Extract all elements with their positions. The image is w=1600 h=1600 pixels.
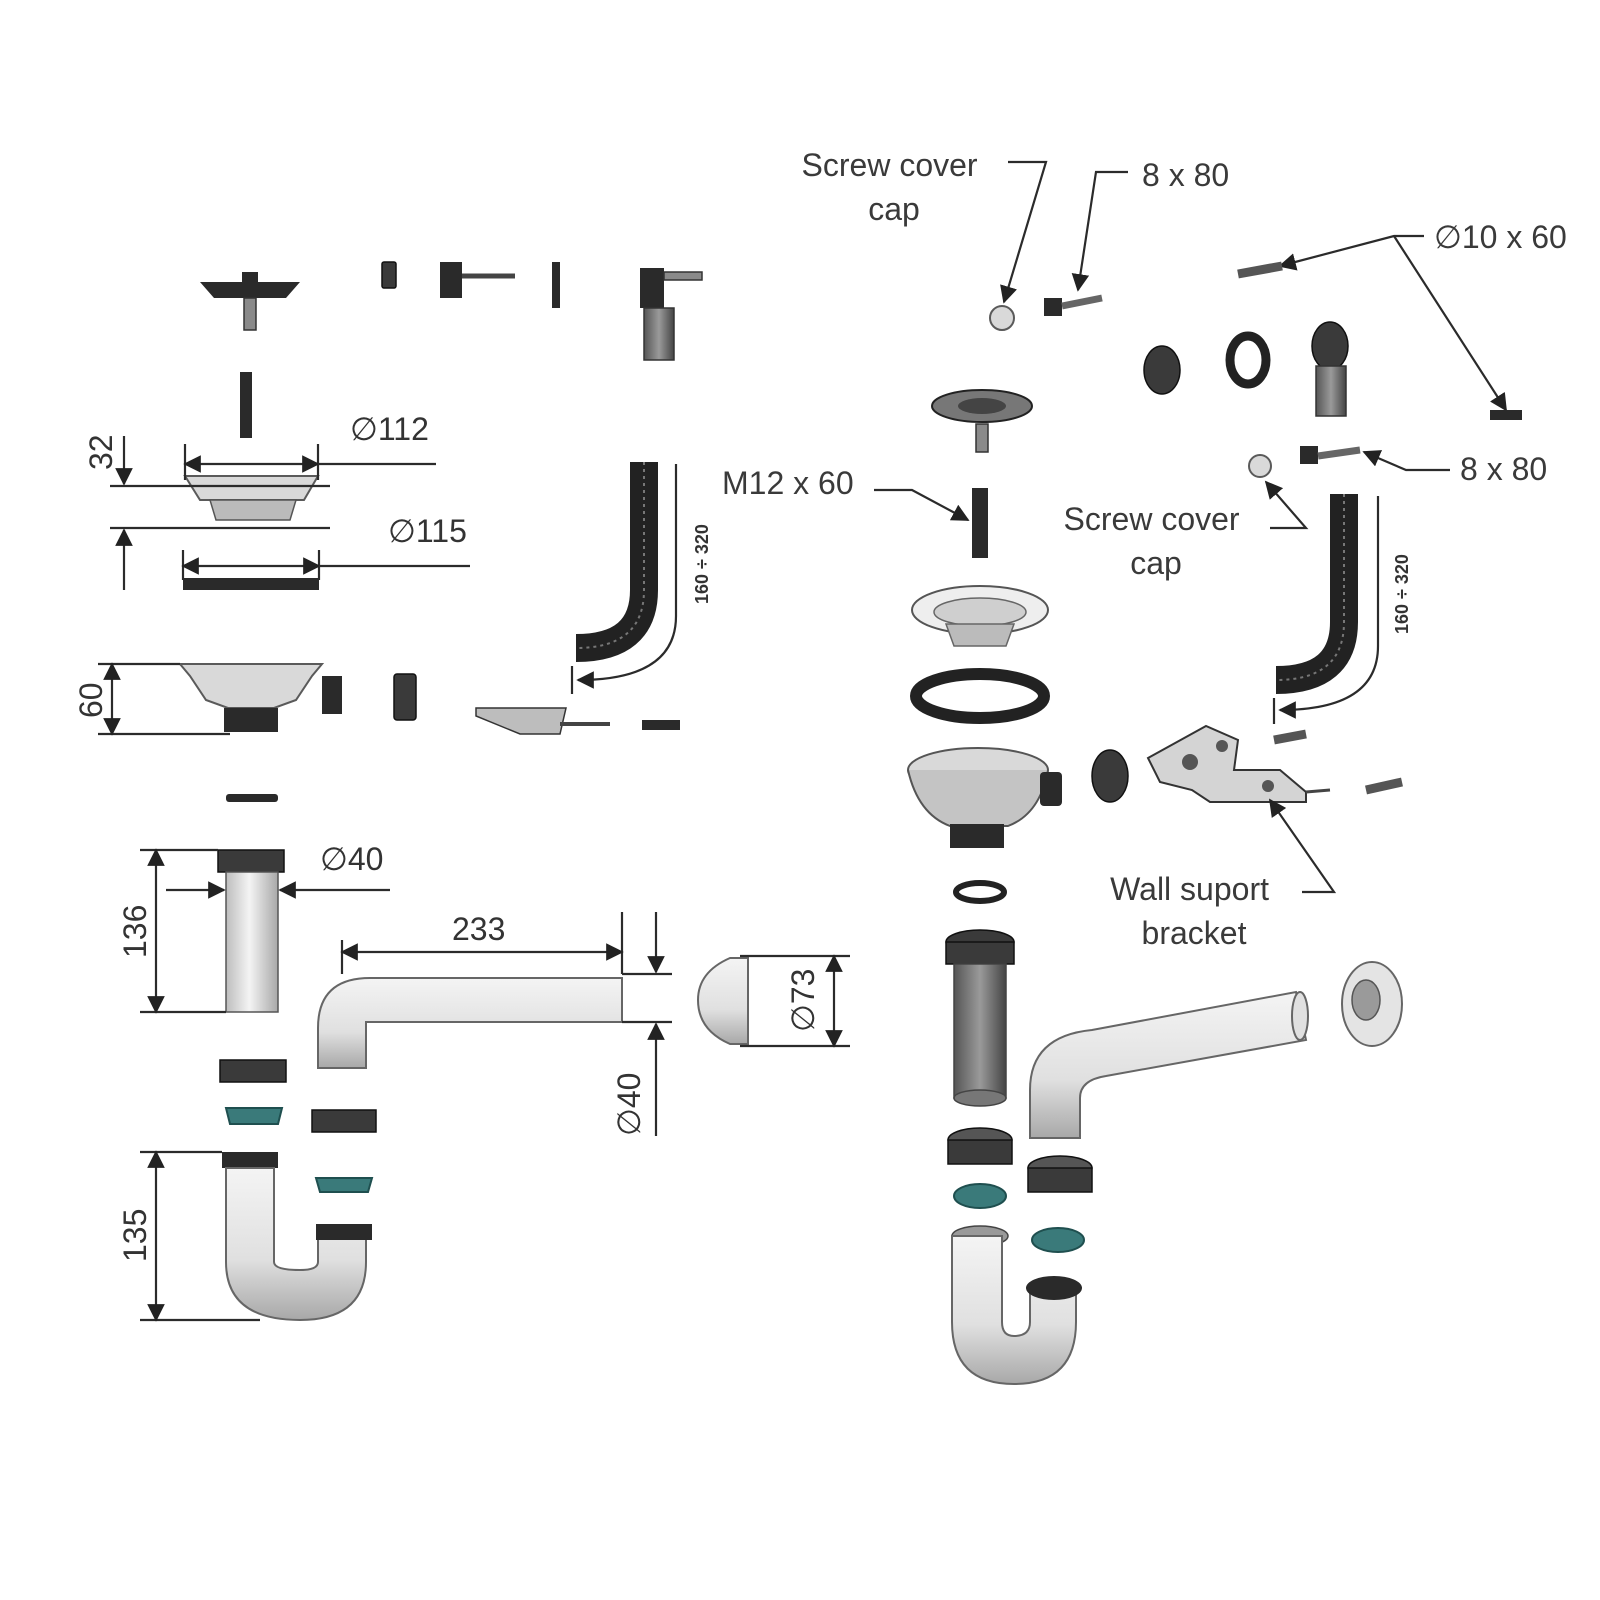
overflow-nut-part-right xyxy=(1143,345,1181,395)
label-screw-cover-cap-mid-l2: cap xyxy=(1130,545,1182,581)
anchor-part-top xyxy=(1237,261,1283,279)
label-wall-support-bracket: Wall suport bracket xyxy=(1110,871,1278,951)
teal-gasket-left-a xyxy=(224,1107,284,1125)
anchor-part-mid-b xyxy=(1365,777,1403,795)
dim-h135: 135 xyxy=(117,1209,153,1262)
left-assembly: ∅112 32 ∅115 60 xyxy=(73,261,850,1322)
screw-8x80-part-top xyxy=(1044,294,1103,316)
teal-gasket-left-b xyxy=(314,1177,374,1193)
teal-gasket-right-b xyxy=(1031,1227,1085,1253)
small-gasket-right xyxy=(953,880,1007,904)
label-screw-cover-cap-mid-l1: Screw cover xyxy=(1064,501,1240,537)
tail-pipe-left xyxy=(217,849,285,1013)
overflow-elbow-part xyxy=(640,268,703,361)
dim-h136: 136 xyxy=(117,905,153,958)
dim-hose-right: 160 ÷ 320 xyxy=(1392,554,1412,634)
strainer-basket-part xyxy=(200,272,300,331)
dim-h60: 60 xyxy=(73,682,109,718)
wall-bracket-part xyxy=(1146,724,1331,803)
label-wall-support-bracket-l2: bracket xyxy=(1142,915,1247,951)
p-trap-right xyxy=(951,1225,1082,1386)
elbow-pipe-left xyxy=(317,977,623,1069)
drain-body-part-right xyxy=(907,747,1062,848)
small-gasket-left xyxy=(226,794,278,802)
screw-8x80-part-mid xyxy=(1300,446,1361,464)
sink-gasket-part xyxy=(183,578,319,590)
p-trap-left xyxy=(222,1152,372,1322)
screw-cover-cap-part-mid xyxy=(1248,454,1272,478)
dim-d115: ∅115 xyxy=(388,513,467,549)
label-screw-cover-cap-top-l2: cap xyxy=(868,191,920,227)
sink-flange-part xyxy=(183,475,320,521)
right-assembly: Screw cover cap 8 x 80 ∅10 x 60 M1 xyxy=(722,147,1567,1386)
screw-part-left xyxy=(642,720,680,730)
overflow-nut-part xyxy=(393,673,417,721)
wall-rosette-left xyxy=(696,957,749,1045)
dim-d112: ∅112 xyxy=(350,411,429,447)
strainer-basket-part-right xyxy=(931,389,1033,453)
label-8x80-top: 8 x 80 xyxy=(1142,157,1229,193)
small-nut-part xyxy=(381,261,397,289)
dim-l233: 233 xyxy=(452,911,505,947)
screw-cover-cap-part-top xyxy=(989,305,1015,331)
drain-body-part xyxy=(177,663,342,732)
nut-left-b xyxy=(311,1109,377,1133)
sink-gasket-ring-right xyxy=(910,668,1050,724)
elbow-pipe-right xyxy=(1029,990,1309,1139)
label-8x80-mid: 8 x 80 xyxy=(1460,451,1547,487)
m12-bolt-part xyxy=(972,488,988,558)
label-m12x60: M12 x 60 xyxy=(722,465,854,501)
central-bolt-part xyxy=(240,372,252,438)
overflow-gasket-part xyxy=(552,262,560,308)
label-screw-cover-cap-mid: Screw cover cap xyxy=(1064,501,1249,581)
sink-flange-part-right xyxy=(911,585,1049,647)
label-wall-support-bracket-l1: Wall suport xyxy=(1110,871,1269,907)
dim-d40-top: ∅40 xyxy=(320,841,383,877)
overflow-ring-part-right xyxy=(1225,331,1271,389)
nut-right-a xyxy=(947,1127,1013,1165)
nut-right-b xyxy=(1027,1155,1093,1193)
anchor-part-mid-a xyxy=(1273,729,1307,745)
overflow-nut-part-right-2 xyxy=(1091,749,1129,803)
dim-h32: 32 xyxy=(83,434,119,470)
overflow-elbow-part-right xyxy=(1311,321,1349,417)
overflow-screw-part xyxy=(440,262,515,298)
label-anchor-10x60: ∅10 x 60 xyxy=(1434,219,1567,255)
tail-pipe-right xyxy=(945,929,1015,1107)
flex-hose-left xyxy=(570,462,678,694)
dim-hose-left: 160 ÷ 320 xyxy=(692,524,712,604)
label-screw-cover-cap-top: Screw cover cap xyxy=(802,147,987,227)
flex-hose-right xyxy=(1272,494,1380,724)
wall-rosette-right xyxy=(1341,961,1403,1047)
anchor-part-right xyxy=(1490,410,1522,420)
dim-d40-side: ∅40 xyxy=(611,1073,647,1136)
dim-d73: ∅73 xyxy=(785,969,821,1032)
bracket-part-left xyxy=(475,707,610,735)
teal-gasket-right-a xyxy=(953,1183,1007,1209)
label-screw-cover-cap-top-l1: Screw cover xyxy=(802,147,978,183)
nut-left-a xyxy=(219,1059,287,1083)
